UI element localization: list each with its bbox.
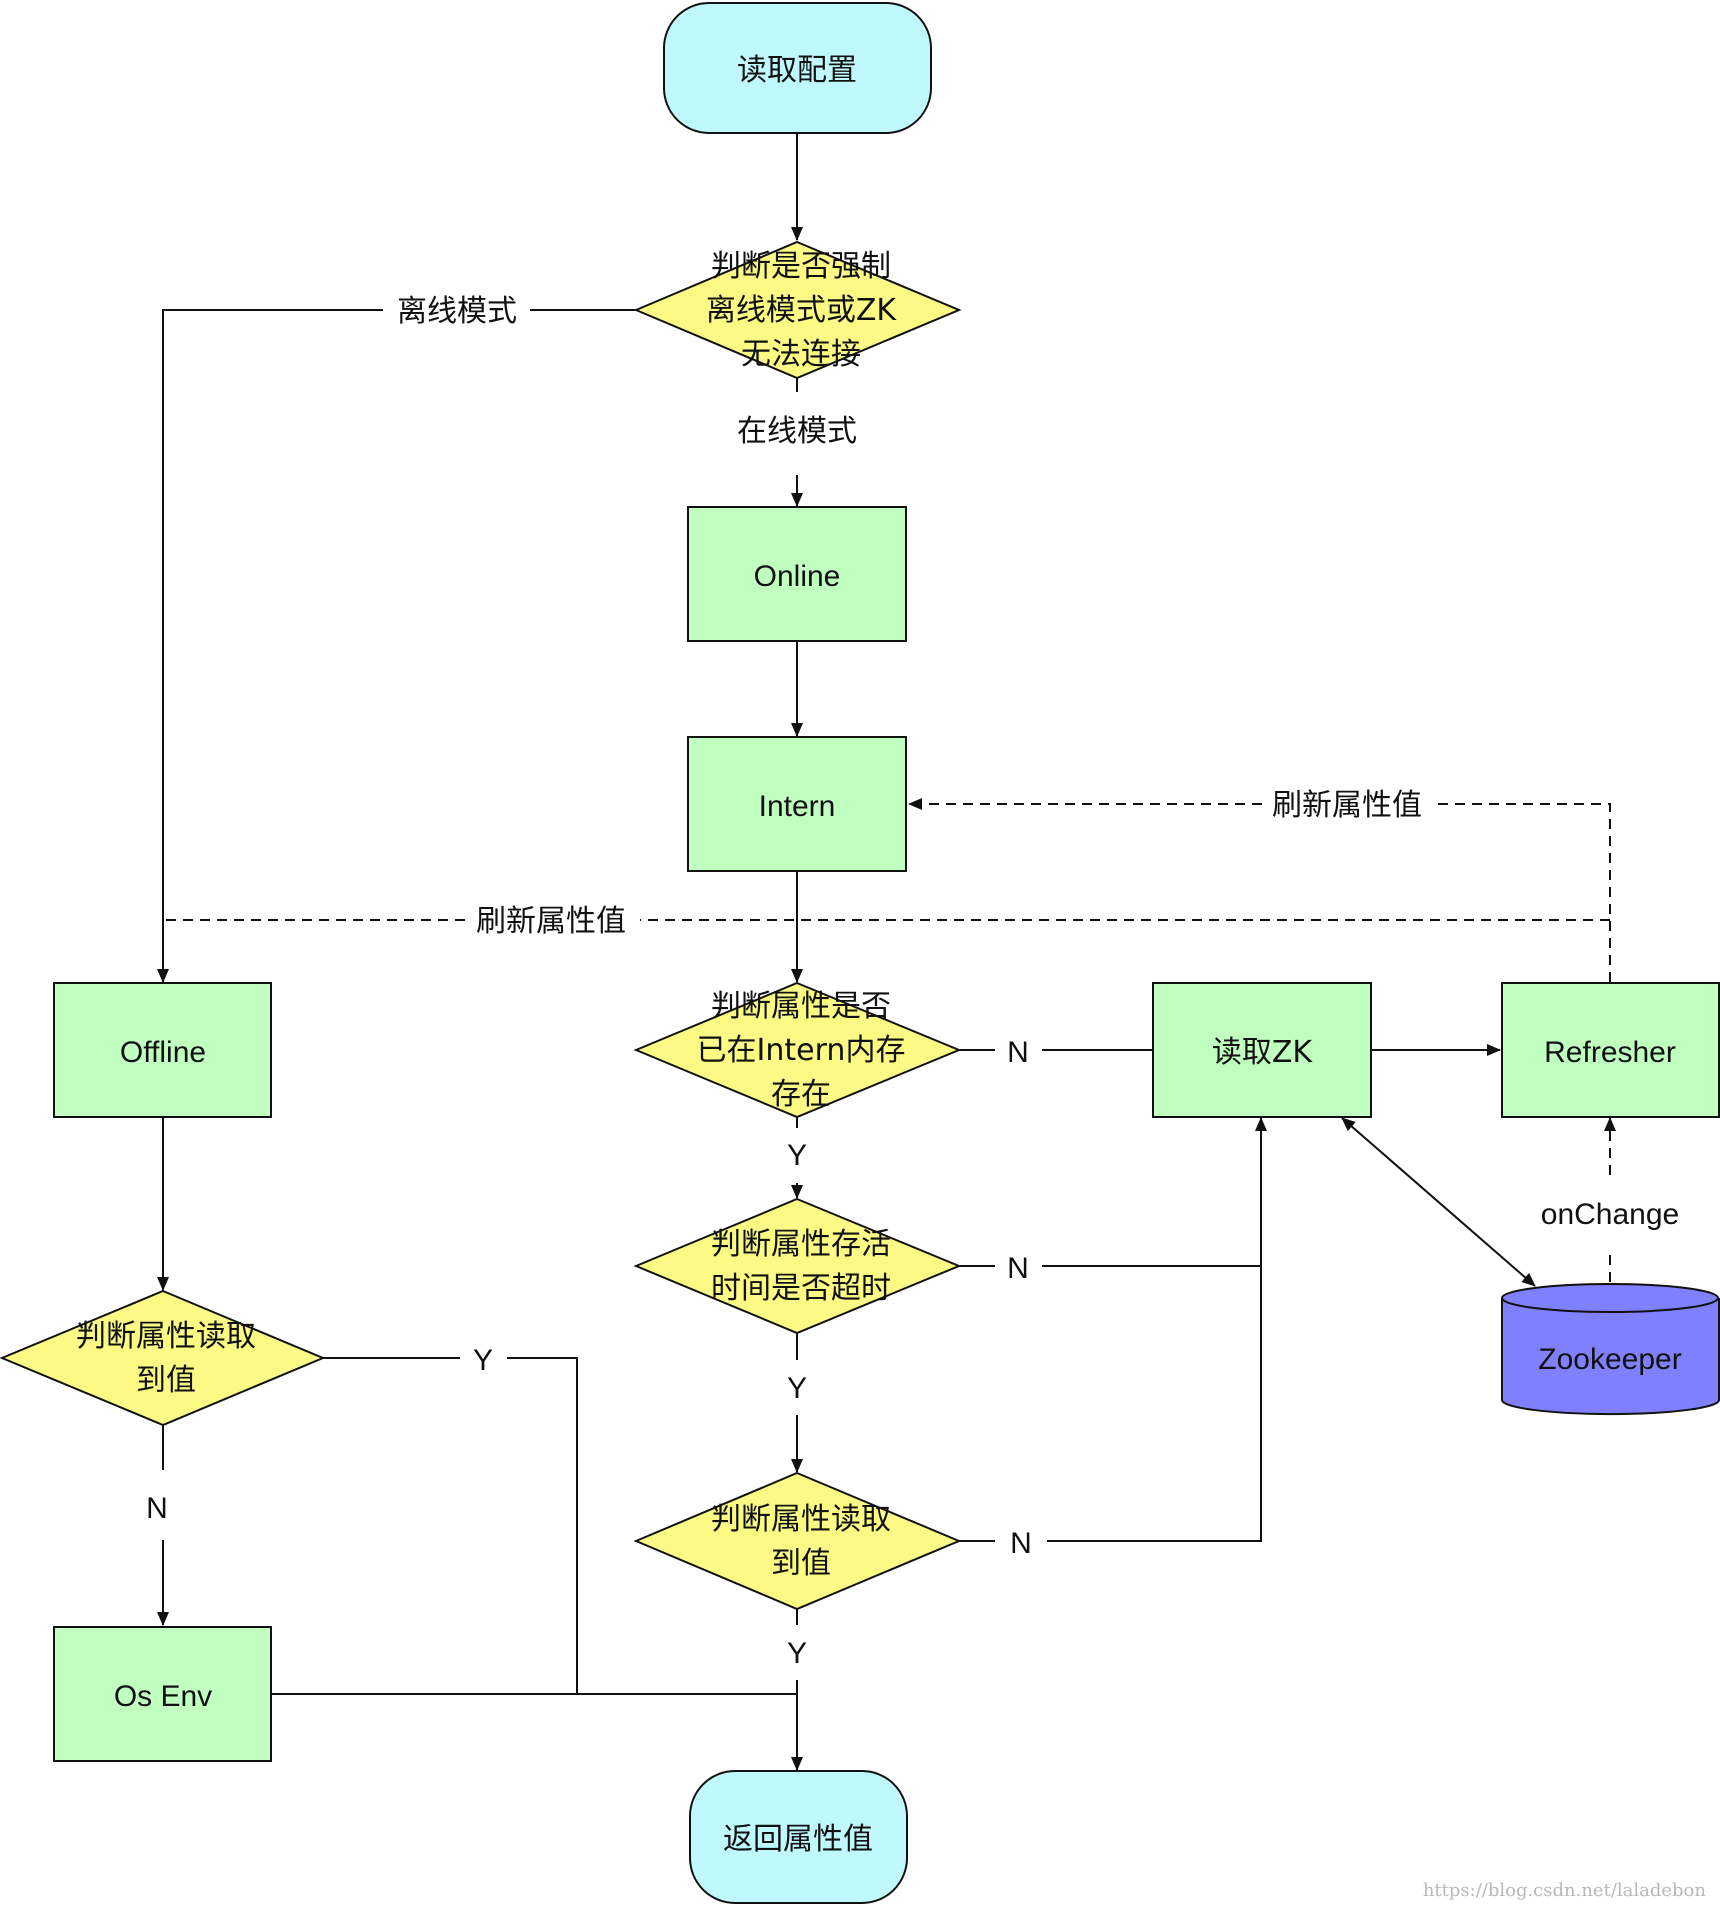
edge-labels: 离线模式 在线模式 刷新属性值 刷新属性值 N Y N Y N Y Y N on… (146, 294, 1679, 1670)
node-check-read-left: 判断属性读取 到值 (0, 1289, 326, 1427)
node-zookeeper: Zookeeper (1501, 1283, 1720, 1416)
label-check-intern-yes: Y (787, 1139, 807, 1172)
node-refresher-label: Refresher (1544, 1036, 1676, 1069)
node-check-read-mid-line-1: 判断属性读取 (711, 1502, 891, 1537)
node-check-intern-line-2: 已在Intern内存 (697, 1033, 906, 1068)
label-check-read-mid-yes: Y (787, 1637, 807, 1670)
node-read-config-label: 读取配置 (737, 53, 857, 88)
edge-read-zk-zookeeper (1341, 1117, 1536, 1287)
node-check-ttl-line-1: 判断属性存活 (711, 1227, 891, 1262)
node-check-intern-line-1: 判断属性是否 (711, 989, 891, 1024)
node-intern: Intern (687, 736, 907, 872)
node-online-label: Online (754, 560, 841, 593)
label-check-read-left-no: N (146, 1492, 168, 1525)
node-check-offline: 判断是否强制 离线模式或ZK 无法连接 (633, 240, 962, 380)
edges (163, 133, 1610, 1770)
node-check-read-left-line-1: 判断属性读取 (76, 1319, 256, 1354)
label-offline-mode: 离线模式 (397, 294, 517, 329)
node-zookeeper-label: Zookeeper (1538, 1343, 1681, 1376)
label-refresh-intern: 刷新属性值 (1272, 788, 1422, 823)
label-check-read-mid-no: N (1010, 1527, 1032, 1560)
label-check-ttl-no: N (1007, 1252, 1029, 1285)
label-refresh-offline: 刷新属性值 (476, 904, 626, 939)
node-read-config: 读取配置 (663, 2, 932, 134)
node-return-value-label: 返回属性值 (723, 1822, 873, 1857)
watermark: https://blog.csdn.net/laladebon (1423, 1880, 1707, 1901)
label-check-intern-no: N (1007, 1036, 1029, 1069)
edge-refresher-to-intern (909, 804, 1611, 982)
node-check-read-mid-line-2: 到值 (771, 1546, 831, 1581)
node-check-read-mid: 判断属性读取 到值 (633, 1471, 962, 1611)
node-check-intern-line-3: 存在 (771, 1077, 831, 1112)
node-intern-label: Intern (759, 790, 836, 823)
edge-check-to-offline (163, 309, 638, 982)
label-check-ttl-yes: Y (787, 1372, 807, 1405)
node-read-zk: 读取ZK (1152, 982, 1372, 1118)
node-read-zk-label: 读取ZK (1212, 1035, 1314, 1070)
label-check-read-left-yes: Y (473, 1344, 493, 1377)
node-return-value: 返回属性值 (689, 1770, 908, 1904)
node-refresher: Refresher (1501, 982, 1720, 1118)
node-online: Online (687, 506, 907, 642)
label-online-mode: 在线模式 (737, 414, 857, 449)
node-os-env: Os Env (53, 1626, 272, 1762)
node-check-intern: 判断属性是否 已在Intern内存 存在 (633, 981, 962, 1119)
label-on-change: onChange (1541, 1198, 1679, 1231)
edge-check-read-left-yes (323, 1357, 578, 1694)
node-offline-label: Offline (120, 1036, 206, 1069)
node-offline: Offline (53, 982, 272, 1118)
node-check-offline-line-2: 离线模式或ZK (706, 293, 898, 328)
edge-check-read-mid-no (959, 1118, 1261, 1542)
node-os-env-label: Os Env (114, 1680, 212, 1713)
node-check-ttl-line-2: 时间是否超时 (711, 1271, 891, 1306)
node-check-ttl: 判断属性存活 时间是否超时 (633, 1197, 962, 1335)
node-check-offline-line-1: 判断是否强制 (711, 249, 891, 284)
node-check-read-left-line-2: 到值 (136, 1363, 196, 1398)
node-check-offline-line-3: 无法连接 (741, 337, 861, 372)
